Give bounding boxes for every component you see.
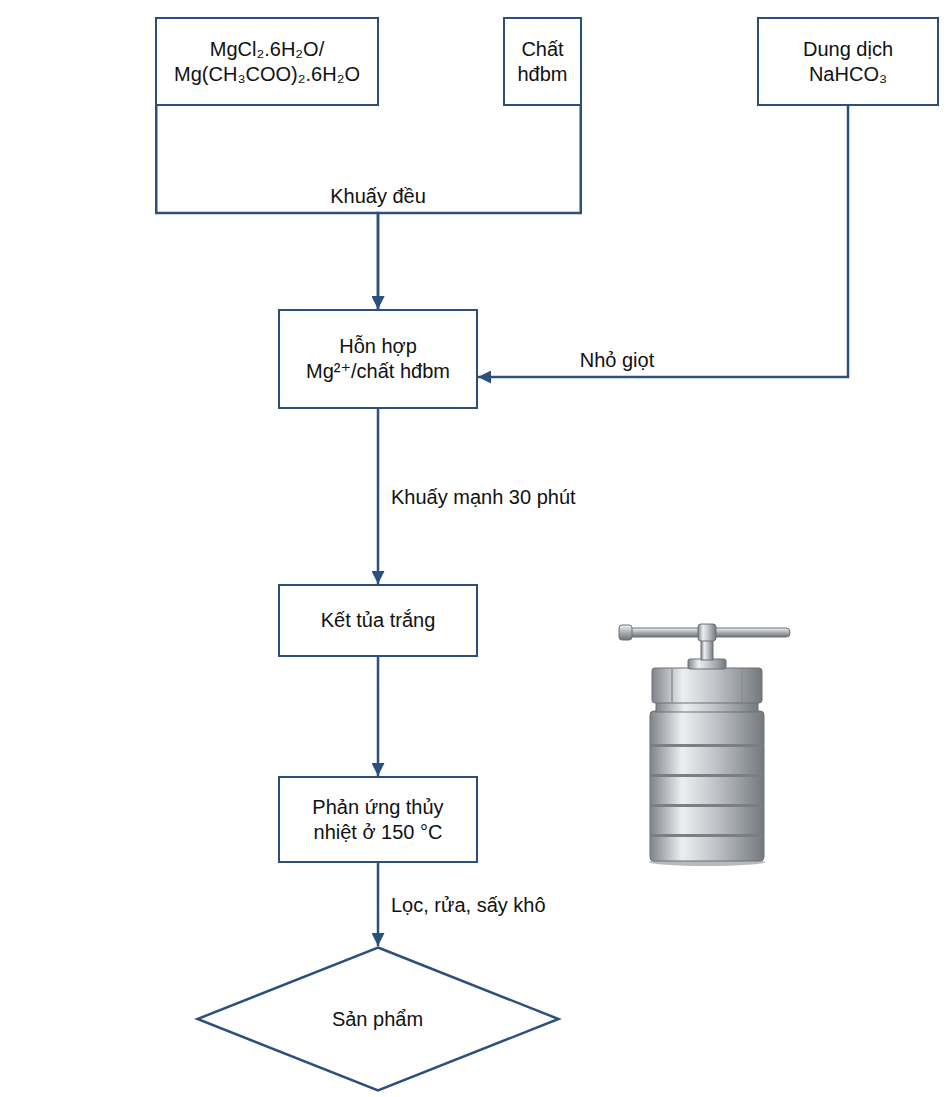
connector	[478, 106, 848, 377]
handle-hub	[698, 624, 716, 641]
decision-diamond: Sản phẩm	[196, 946, 560, 1092]
node-text: Dung dịch NaHCO₃	[783, 37, 913, 87]
lid-facet	[741, 669, 743, 702]
edge-label: Lọc, rửa, sấy khô	[388, 893, 549, 917]
connector	[377, 657, 380, 776]
autoclave-groove	[650, 744, 764, 747]
diamond-shape	[197, 948, 558, 1091]
node-text: Kết tủa trắng	[286, 608, 470, 633]
connector	[377, 409, 380, 584]
node-text: MgCl₂.6H₂O/ Mg(CH₃COO)₂.6H₂O	[163, 37, 371, 87]
node-text: Sản phẩm	[287, 1007, 469, 1032]
autoclave-body	[650, 711, 764, 861]
process-box: Phản ứng thủy nhiệt ở 150 °C	[278, 776, 478, 863]
autoclave-groove	[650, 834, 764, 837]
lid-facet	[671, 669, 673, 702]
process-box: Hỗn hợp Mg²⁺/chất hđbm	[278, 309, 478, 409]
handle-knob	[619, 625, 632, 640]
node-text: Phản ứng thủy nhiệt ở 150 °C	[290, 795, 466, 845]
process-box: MgCl₂.6H₂O/ Mg(CH₃COO)₂.6H₂O	[155, 17, 379, 106]
node-text: Hỗn hợp Mg²⁺/chất hđbm	[299, 334, 457, 384]
process-box: Chất hđbm	[503, 17, 582, 106]
node-text: Chất hđbm	[511, 37, 574, 87]
edge-label: Khuấy đều	[327, 184, 429, 208]
autoclave-lid	[652, 668, 762, 703]
autoclave-groove	[650, 774, 764, 777]
edge-label: Nhỏ giọt	[577, 348, 658, 372]
edge-label: Khuấy mạnh 30 phút	[388, 485, 579, 509]
process-box: Kết tủa trắng	[278, 584, 478, 657]
process-box: Dung dịch NaHCO₃	[757, 17, 939, 106]
connector	[377, 863, 380, 946]
autoclave-groove	[650, 804, 764, 807]
